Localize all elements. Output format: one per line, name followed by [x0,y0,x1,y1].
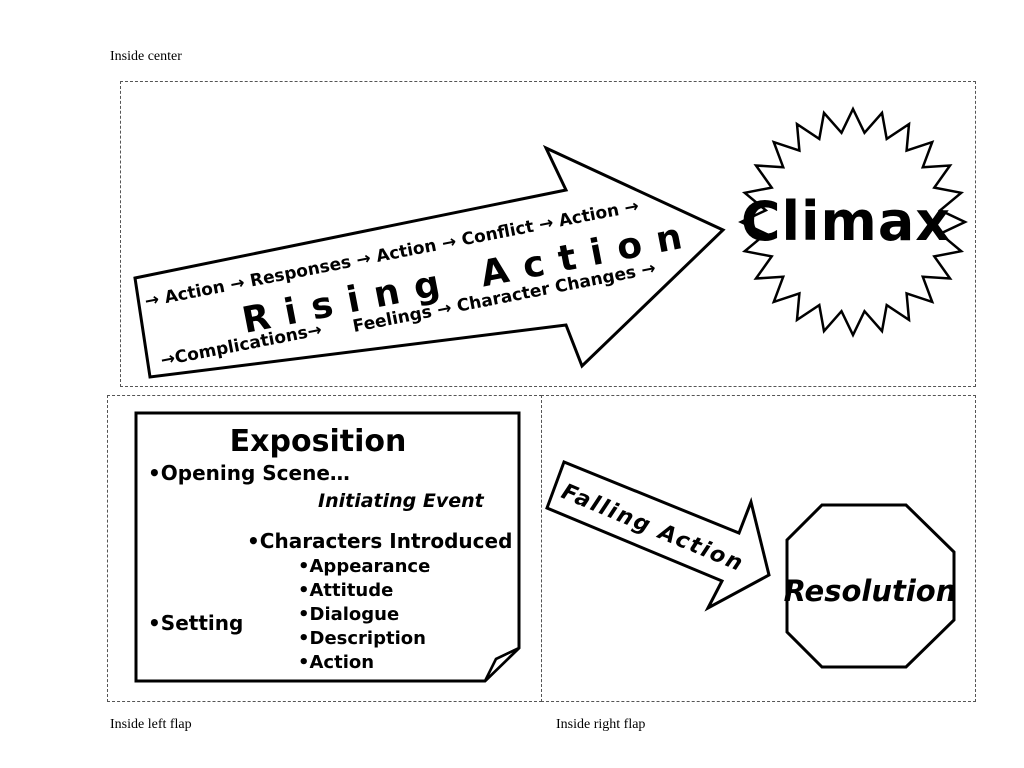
label-inside-center: Inside center [110,49,182,64]
exposition-characters-introduced: •Characters Introduced [247,529,512,553]
exposition-title: Exposition [230,424,407,459]
right-flap-panel [541,395,976,702]
falling-action-arrow: Falling Action [545,460,771,612]
character-item: •Attitude [298,580,393,601]
resolution-octagon: Resolution [784,503,957,669]
label-inside-right-flap: Inside right flap [556,717,646,732]
exposition-setting: •Setting [148,611,243,635]
climax-title: Climax [741,190,951,253]
center-panel [120,81,976,387]
label-inside-left-flap: Inside left flap [110,717,192,732]
climax-starburst: Climax [738,106,968,338]
rising-action-arrow: → Action → Responses → Action → Conflict… [133,144,726,379]
exposition-initiating-event: Initiating Event [318,490,485,512]
exposition-opening-scene: •Opening Scene… [148,461,350,485]
character-item: •Action [298,652,374,673]
character-item: •Description [298,628,426,649]
character-item: •Appearance [298,556,430,577]
character-item: •Dialogue [298,604,399,625]
resolution-title: Resolution [784,574,957,608]
exposition-card: Exposition •Opening Scene… Initiating Ev… [134,411,521,683]
